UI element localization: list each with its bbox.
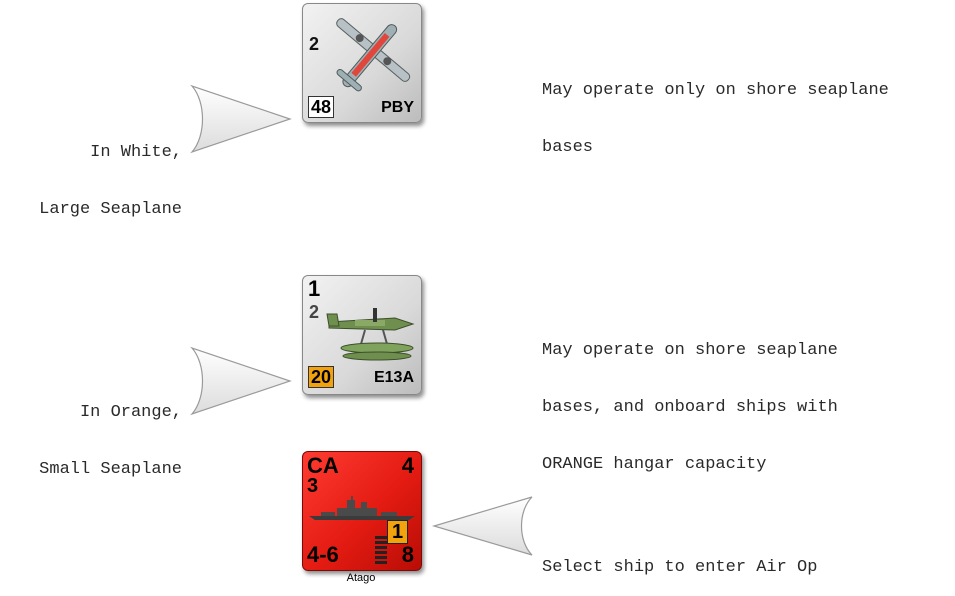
ship-bottom-left-value: 4-6 xyxy=(307,542,339,567)
description-select-ship: Select ship to enter Air Op xyxy=(542,520,817,596)
ship-second-value: 3 xyxy=(307,475,319,497)
strength-value: 2 xyxy=(309,34,320,54)
strength-top-value: 1 xyxy=(308,276,321,301)
counter-pby[interactable]: 2 48 PBY xyxy=(302,3,422,123)
description-line: May operate on shore seaplane xyxy=(542,341,838,360)
ship-bottom-right-value: 8 xyxy=(401,542,414,567)
label-line: In Orange, xyxy=(79,403,182,422)
arrow-right-icon xyxy=(190,84,292,154)
hangar-capacity: 1 xyxy=(387,520,409,544)
cruiser-silhouette-icon xyxy=(309,496,415,520)
arrow-right-icon xyxy=(190,346,292,416)
strength-value: 2 xyxy=(309,302,320,322)
range-value: 48 xyxy=(308,96,335,118)
description-line: bases xyxy=(542,138,594,157)
damage-track-icon xyxy=(375,536,387,564)
e13a-floatplane-icon xyxy=(326,308,415,361)
label-line: Small Seaplane xyxy=(39,460,182,479)
label-small-seaplane: In Orange, Small Seaplane xyxy=(10,365,182,498)
ship-class: CA xyxy=(307,453,339,478)
pby-flying-boat-icon xyxy=(336,18,411,92)
description-small-seaplane: May operate on shore seaplane bases, and… xyxy=(542,303,838,493)
description-line: May operate only on shore seaplane xyxy=(542,81,889,100)
description-line: Select ship to enter Air Op xyxy=(542,558,818,577)
ship-top-right-value: 4 xyxy=(401,453,414,478)
range-value: 20 xyxy=(308,366,335,388)
aircraft-type: E13A xyxy=(373,369,414,386)
counter-e13a[interactable]: 1 2 20 E13A xyxy=(302,275,422,395)
arrow-left-icon xyxy=(431,496,533,556)
label-line: In White, xyxy=(90,143,182,162)
description-line: ORANGE hangar capacity xyxy=(542,455,767,474)
description-large-seaplane: May operate only on shore seaplane bases xyxy=(542,43,889,176)
label-large-seaplane: In White, Large Seaplane xyxy=(10,105,182,238)
description-line: bases, and onboard ships with xyxy=(542,398,838,417)
ship-name: Atago xyxy=(346,572,376,584)
aircraft-type: PBY xyxy=(381,99,414,116)
counter-ship-atago[interactable]: CA 4 3 1 4-6 8 xyxy=(302,451,422,571)
label-line: Large Seaplane xyxy=(39,200,182,219)
